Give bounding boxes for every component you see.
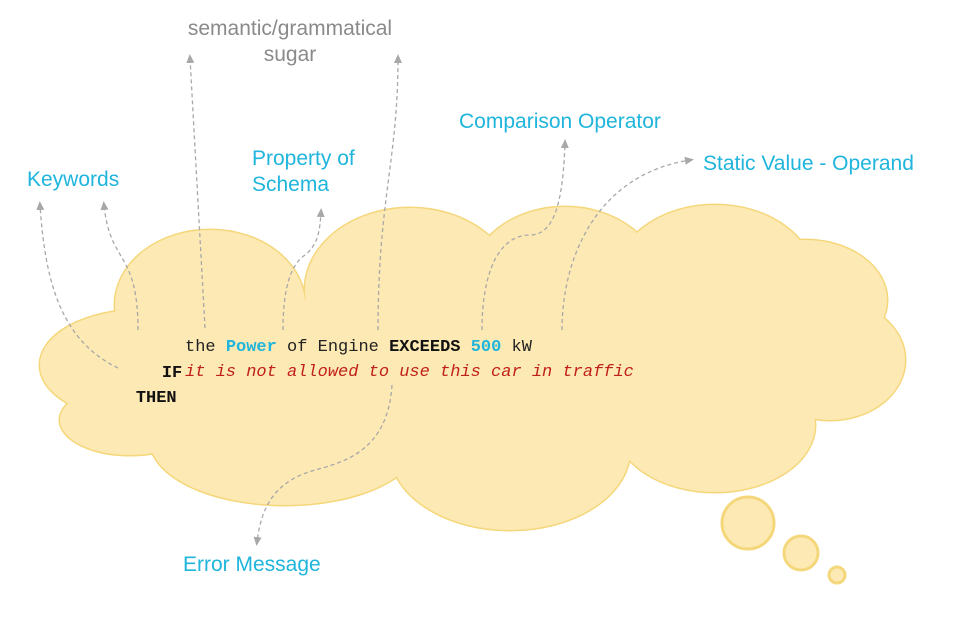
annotation-property-line2: Schema	[252, 173, 330, 197]
arrow-exceeds-to-operator	[481, 139, 569, 331]
thought-bubble-medium	[782, 534, 820, 572]
thought-cloud	[38, 203, 907, 532]
thought-bubbles	[720, 495, 847, 585]
rule-error-message: it is not allowed to use this car in tra…	[185, 363, 634, 382]
annotation-error-message: Error Message	[183, 553, 321, 576]
annotation-sugar-line1: semantic/grammatical	[187, 17, 393, 40]
arrow-the-to-sugar	[186, 54, 206, 329]
annotation-property-line1: Property of	[252, 147, 355, 170]
rule-condition: the Power of Engine EXCEEDS 500 kW	[185, 335, 532, 361]
annotation-property-of-schema: Property of Schema	[252, 146, 355, 199]
annotation-semantic-sugar: semantic/grammatical sugar	[178, 16, 402, 69]
annotation-keywords: Keywords	[27, 168, 120, 191]
arrow-then-to-keywords	[100, 201, 139, 331]
rule-of-engine: of Engine	[287, 338, 379, 357]
rule-then-keyword: THEN	[135, 389, 177, 408]
arrow-of-to-sugar	[377, 54, 402, 331]
arrow-value-to-static	[561, 156, 694, 331]
annotation-sugar-line2: sugar	[263, 43, 317, 67]
thought-bubble-small	[827, 565, 847, 585]
thought-bubble-large	[720, 495, 776, 551]
arrow-message-to-error	[253, 384, 393, 546]
rule-unit: kW	[511, 338, 532, 357]
rule-property: Power	[225, 338, 277, 357]
annotation-comparison-operator: Comparison Operator	[459, 110, 661, 133]
arrow-power-to-property	[282, 208, 325, 331]
rule-action: it is not allowed to use this car in tra…	[185, 360, 634, 386]
annotation-static-value: Static Value - Operand	[703, 152, 914, 175]
rule-operator: EXCEEDS	[389, 338, 461, 357]
rule-value: 500	[470, 338, 502, 357]
rule-article: the	[185, 338, 216, 357]
arrow-if-to-keywords	[36, 201, 119, 369]
rule-if-keyword: IF	[161, 364, 183, 383]
